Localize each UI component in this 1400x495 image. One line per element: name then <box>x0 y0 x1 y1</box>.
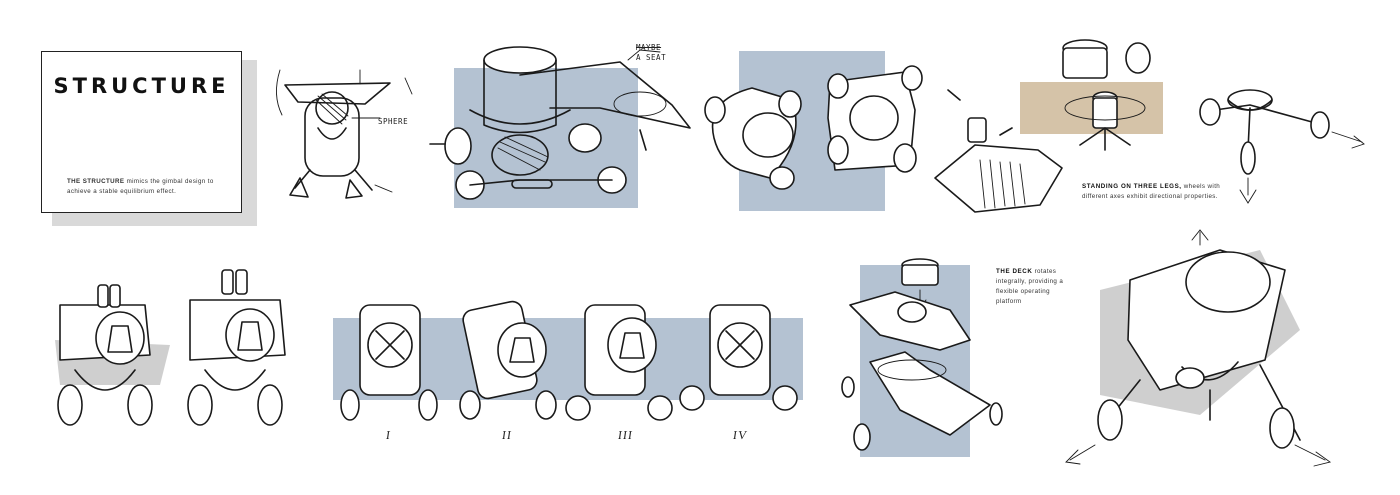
seat-concept-sketch <box>429 46 691 200</box>
sequence-sketch-4 <box>679 304 798 411</box>
deck-rotation-sketch <box>841 258 1003 451</box>
sequence-sketch-2 <box>459 300 557 420</box>
sphere-gimbal-sketch <box>276 69 413 199</box>
sequence-label-2: II <box>501 428 514 442</box>
maybe-annotation: MAYBE <box>636 43 662 52</box>
sequence-sketch-3 <box>565 304 673 421</box>
legs-caption: STANDING ON THREE LEGS, wheels with diff… <box>1082 182 1232 202</box>
deck-caption-lead: THE DECK <box>996 268 1033 275</box>
tan-panel <box>1020 82 1163 134</box>
sphere-annotation: SPHERE <box>378 117 409 126</box>
title-card: STRUCTURE THE STRUCTURE mimics the gimba… <box>41 51 242 213</box>
deck-caption-text: rotates integrally, providing a flexible… <box>996 268 1064 305</box>
deck-caption: THE DECK rotates integrally, providing a… <box>996 267 1074 307</box>
rear-view-sketch-b <box>187 269 286 426</box>
page-title: STRUCTURE <box>53 74 230 98</box>
three-leg-wheel-sketch <box>1199 89 1365 204</box>
structure-description: THE STRUCTURE mimics the gimbal design t… <box>67 177 237 197</box>
structure-lead: THE STRUCTURE <box>67 178 125 185</box>
terrain-sketch <box>934 89 1063 213</box>
sequence-label-4: IV <box>732 428 749 442</box>
sequence-label-3: III <box>617 428 635 442</box>
structure-text: mimics the gimbal design to achieve a st… <box>67 178 214 195</box>
sequence-sketch-1 <box>340 304 438 421</box>
gimbal-tripod-sketch <box>1062 39 1151 151</box>
seat-annotation: A SEAT <box>636 53 667 62</box>
legs-caption-text: wheels with different axes exhibit direc… <box>1082 183 1221 200</box>
perspective-vehicle-sketch <box>1065 229 1332 467</box>
rear-view-sketch-a <box>55 284 170 426</box>
legs-caption-lead: STANDING ON THREE LEGS, <box>1082 183 1182 190</box>
top-view-sketch <box>704 65 923 190</box>
